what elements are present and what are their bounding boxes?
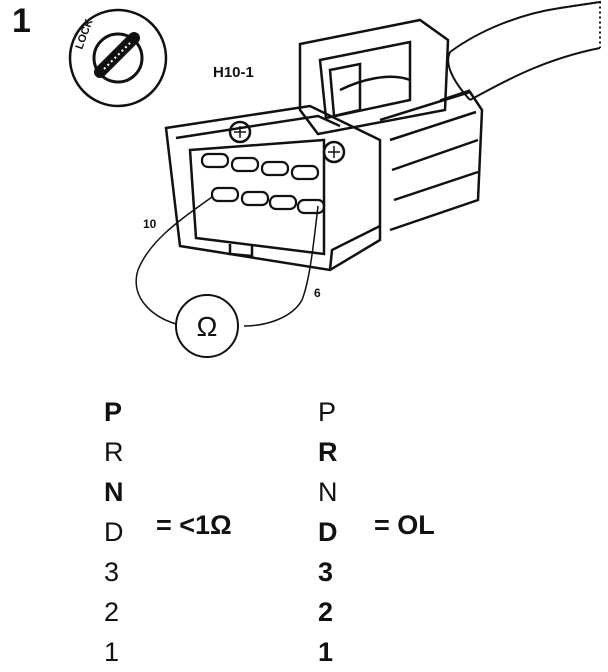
gear-right-5: 2: [318, 597, 334, 627]
ignition-lock-icon: LOCK: [68, 8, 168, 108]
gear-left-1: R: [104, 437, 124, 467]
ohmmeter-icon: Ω: [175, 294, 239, 358]
gear-left-0: P: [104, 397, 123, 427]
ohmmeter-leads: [135, 196, 319, 327]
gear-right-2: N: [318, 477, 338, 507]
gear-right-6: 1: [318, 637, 334, 667]
gear-left-5: 2: [104, 597, 120, 627]
hand-icon: [447, 0, 601, 101]
right-result-text: = OL: [374, 510, 435, 540]
gear-right-0: P: [318, 397, 337, 427]
gear-left-3: D: [104, 517, 124, 547]
step-number: 1: [12, 2, 31, 40]
gear-left-4: 3: [104, 557, 120, 587]
left-result: = <1Ω: [156, 505, 232, 545]
pin-a-label: 10: [143, 217, 157, 231]
right-result: = OL: [374, 505, 435, 545]
left-result-text: = <1Ω: [156, 510, 232, 540]
pin-b-label: 6: [314, 286, 321, 300]
gear-left-6: 1: [104, 637, 120, 667]
gear-left-2: N: [104, 477, 124, 507]
connector-body: [164, 18, 484, 272]
terminal-rows: [200, 152, 326, 215]
ohm-symbol: Ω: [197, 311, 218, 342]
gear-right-1: R: [318, 437, 338, 467]
gear-right-4: 3: [318, 557, 334, 587]
gear-right-3: D: [318, 517, 338, 547]
connector-id: H10-1: [213, 64, 254, 81]
